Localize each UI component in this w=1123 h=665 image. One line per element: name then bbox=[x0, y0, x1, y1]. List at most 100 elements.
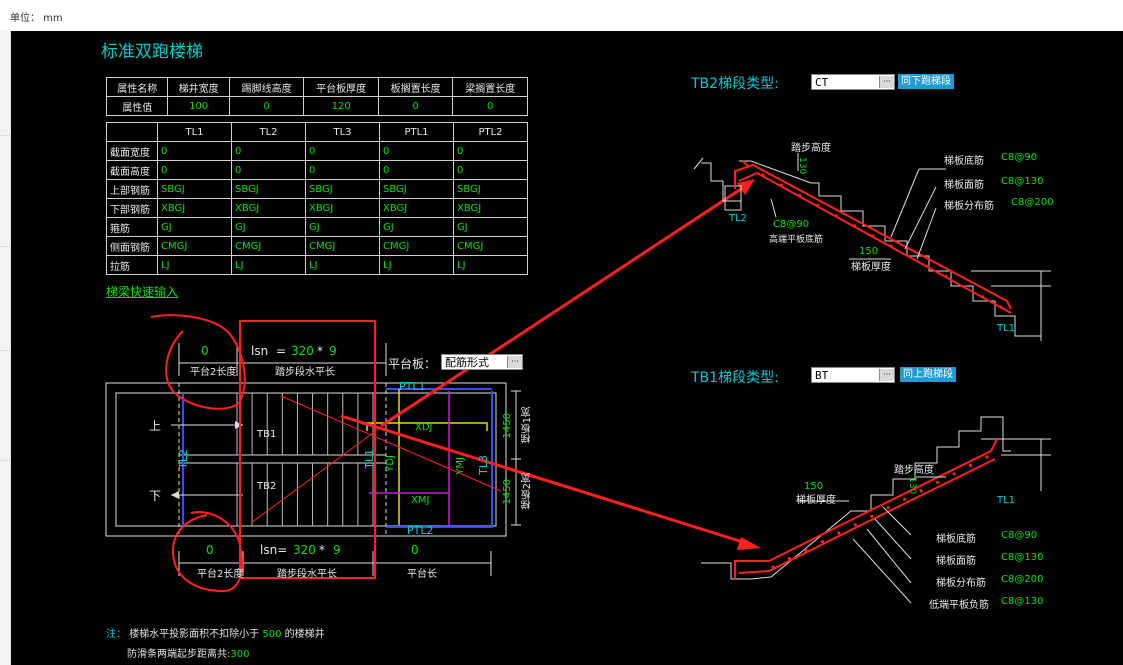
platform-plate-value: 配筋形式 bbox=[445, 356, 489, 369]
page-title: 标准双跑楼梯 bbox=[101, 42, 203, 62]
annotation-box bbox=[239, 320, 376, 579]
step-length-top-label: 踏步段水平长 bbox=[275, 367, 335, 378]
tb2-top-rebar-value[interactable]: C8@130 bbox=[1001, 176, 1044, 187]
attr-value-cell[interactable]: 0 bbox=[452, 96, 528, 116]
rebar-dot bbox=[853, 523, 857, 527]
rebar-dot bbox=[889, 244, 893, 248]
note-line1-text-a: 楼梯水平投影面积不扣除小于 bbox=[129, 629, 260, 640]
lsn-bottom-step-count[interactable]: 9 bbox=[333, 543, 341, 557]
tb1-dist-rebar-value[interactable]: C8@200 bbox=[1001, 574, 1044, 585]
platform2-length-bottom-value[interactable]: 0 bbox=[206, 543, 214, 557]
tb1-bottom-rebar-value[interactable]: C8@90 bbox=[1001, 530, 1038, 541]
note-line1-value[interactable]: 500 bbox=[262, 629, 282, 640]
beam-row: 截面宽度 0 0 0 0 0 bbox=[106, 141, 528, 161]
beam-row: 拉筋 LJ LJ LJ LJ LJ bbox=[106, 255, 528, 275]
tb1-type-label: TB1梯段类型: bbox=[691, 370, 779, 386]
attr-value-cell[interactable]: 100 bbox=[167, 96, 230, 116]
tb2-type-select[interactable]: CT ··· bbox=[811, 74, 895, 90]
beam-cell[interactable]: LJ bbox=[157, 255, 232, 275]
tb2-type-value: CT bbox=[815, 75, 829, 89]
rebar-dot bbox=[804, 548, 808, 552]
platform2-length-top-value[interactable]: 0 bbox=[201, 344, 209, 358]
slab1-width-label: 梯板1宽 bbox=[522, 407, 533, 444]
tb1-tl1-label: TL1 bbox=[997, 495, 1016, 506]
beam-cell[interactable]: LJ bbox=[231, 255, 306, 275]
platform-plate-select[interactable]: 配筋形式 ··· bbox=[441, 354, 523, 370]
lsn-top-prefix: lsn bbox=[251, 344, 269, 358]
step-length-bottom-label: 踏步段水平长 bbox=[277, 569, 337, 580]
rebar-dot bbox=[926, 264, 930, 268]
rebar-dot bbox=[919, 489, 923, 493]
beam-quick-input-link[interactable]: 梯梁快速输入 bbox=[106, 285, 179, 299]
rebar-dot bbox=[907, 254, 912, 258]
tb2-plan-label: TB2 bbox=[257, 481, 277, 492]
note-line2-text-a: 防滑条两端起步距离共: bbox=[127, 649, 231, 660]
tb2-thickness-value[interactable]: 150 bbox=[859, 246, 879, 257]
tl3-plan-label: TL3 bbox=[477, 455, 490, 475]
rebar-dot bbox=[870, 514, 874, 518]
ellipsis-icon[interactable]: ··· bbox=[879, 369, 894, 381]
tb1-low-plate-value[interactable]: C8@130 bbox=[1001, 596, 1044, 607]
tb2-same-as-lower-button[interactable]: 同下跑梯段 bbox=[898, 74, 954, 89]
xdj-label: XDJ bbox=[415, 422, 433, 433]
tb1-step-height-value: 130 bbox=[907, 477, 917, 495]
down-label: 下 bbox=[149, 489, 162, 503]
tl2-plan-label: TL2 bbox=[177, 449, 190, 469]
beam-row: 上部钢筋 SBGJ SBGJ SBGJ SBGJ SBGJ bbox=[106, 179, 528, 199]
tb2-high-plate-label: 高端平板底筋 bbox=[769, 235, 824, 245]
beam-cell[interactable]: LJ bbox=[305, 255, 380, 275]
tb2-type-label: TB2梯段类型: bbox=[691, 76, 779, 92]
lsn-top-step-count[interactable]: 9 bbox=[329, 344, 337, 358]
tb1-top-rebar-value[interactable]: C8@130 bbox=[1001, 552, 1044, 563]
tb1-low-plate-label: 低端平板负筋 bbox=[929, 600, 989, 611]
unit-label: 单位： mm bbox=[10, 13, 63, 24]
platform2-length-top-label: 平台2长度 bbox=[190, 367, 237, 378]
tb2-high-plate-value[interactable]: C8@90 bbox=[773, 219, 810, 230]
lsn-bottom-step-width[interactable]: 320 bbox=[293, 543, 316, 557]
slab2-width-value[interactable]: 1450 bbox=[502, 479, 513, 505]
note-line-2: 防滑条两端起步距离共:300 bbox=[106, 645, 325, 665]
tb1-thickness-value[interactable]: 150 bbox=[804, 481, 824, 492]
beam-table: TL1 TL2 TL3 PTL1 PTL2 截面宽度 0 0 0 0 0 截面高… bbox=[106, 122, 528, 275]
tb2-step-height-label: 踏步高度 bbox=[791, 143, 831, 154]
ellipsis-icon[interactable]: ··· bbox=[507, 356, 522, 368]
rebar-dot bbox=[985, 455, 989, 459]
tb2-top-rebar-label: 梯板面筋 bbox=[944, 180, 984, 191]
ellipsis-icon[interactable]: ··· bbox=[879, 76, 894, 88]
tb1-thickness-label: 梯板厚度 bbox=[796, 495, 836, 506]
ptl1-plan-label: PTL1 bbox=[399, 380, 426, 393]
tb1-same-as-upper-button[interactable]: 同上跑梯段 bbox=[900, 367, 956, 382]
rebar-dot bbox=[787, 556, 792, 561]
tb1-step-height-label: 踏步高度 bbox=[894, 465, 934, 476]
lsn-top-step-width[interactable]: 320 bbox=[291, 344, 314, 358]
rebar-dot bbox=[944, 274, 948, 279]
lsn-top-eq: = bbox=[276, 344, 287, 358]
tb1-type-select[interactable]: BT ··· bbox=[811, 367, 895, 383]
slab1-width-value[interactable]: 1450 bbox=[502, 413, 513, 439]
rebar-dot bbox=[771, 565, 775, 569]
xmj-label: XMJ bbox=[411, 495, 430, 506]
tl1-plan-label: TL1 bbox=[363, 449, 376, 469]
up-label: 上 bbox=[149, 419, 162, 433]
rebar-dot bbox=[816, 203, 820, 208]
lsn-bottom-prefix: lsn= bbox=[260, 543, 288, 557]
tb2-dist-rebar-value[interactable]: C8@200 bbox=[1011, 197, 1054, 208]
tb2-dist-rebar-label: 梯板分布筋 bbox=[944, 201, 994, 212]
platform2-length-bottom-label: 平台2长度 bbox=[197, 569, 244, 580]
rebar-dot bbox=[999, 305, 1003, 309]
tb2-bottom-rebar-value[interactable]: C8@90 bbox=[1001, 152, 1038, 163]
ymj-label: YMJ bbox=[455, 457, 466, 475]
beam-row: 截面高度 0 0 0 0 0 bbox=[106, 160, 528, 180]
platform-length-value[interactable]: 0 bbox=[411, 543, 419, 557]
rebar-dot bbox=[761, 173, 765, 177]
note-line1-text-b: 的楼梯井 bbox=[284, 629, 325, 640]
rebar-dot bbox=[903, 497, 907, 501]
rebar-dot bbox=[779, 183, 783, 187]
tb1-bottom-rebar-label: 梯板底筋 bbox=[936, 534, 976, 545]
beam-cell[interactable]: LJ bbox=[453, 255, 528, 275]
ptl2-plan-label: PTL2 bbox=[407, 524, 434, 537]
tb1-section bbox=[701, 416, 1051, 604]
tb2-tl2-label: TL2 bbox=[729, 213, 748, 224]
tb1-type-value: BT bbox=[815, 368, 829, 382]
note-line2-value[interactable]: 300 bbox=[230, 649, 250, 660]
